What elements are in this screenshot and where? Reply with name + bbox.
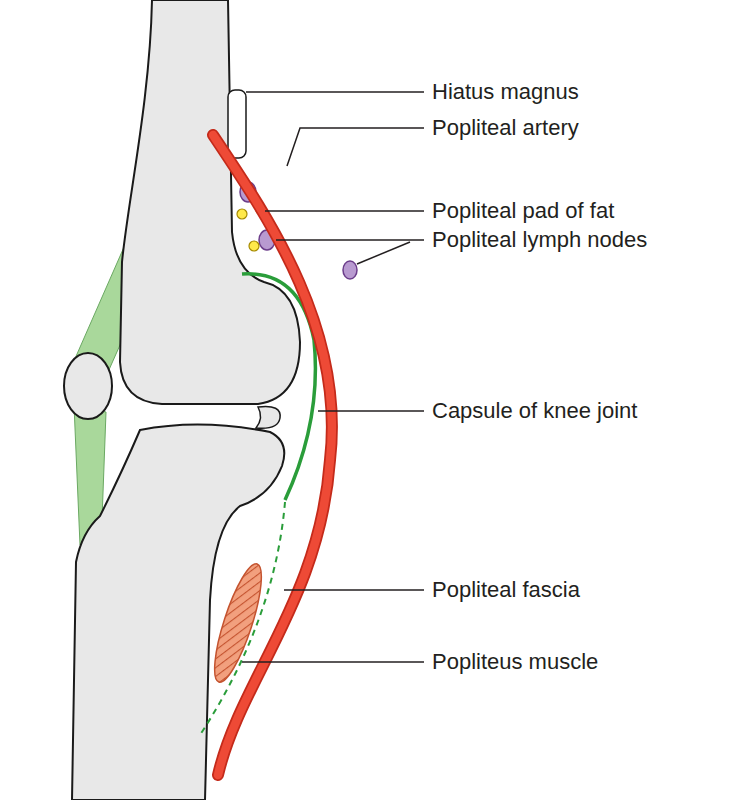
- part-label: Hiatus magnus: [432, 79, 579, 105]
- part-label: Popliteal lymph nodes: [432, 227, 647, 253]
- meniscus: [256, 406, 280, 428]
- part-label: Popliteal fascia: [432, 577, 580, 603]
- leader-line: [265, 210, 424, 212]
- leader-line: [318, 410, 424, 412]
- hiatus-opening: [228, 90, 246, 158]
- femur: [120, 0, 300, 404]
- patella: [64, 353, 112, 419]
- leader-line: [284, 589, 424, 591]
- popliteal-artery: [213, 135, 332, 775]
- part-label: Popliteal pad of fat: [432, 198, 614, 224]
- fat-globule: [237, 209, 247, 219]
- leader-line: [246, 91, 424, 93]
- tibia: [72, 424, 284, 800]
- part-label: Popliteus muscle: [432, 649, 598, 675]
- leader-line: [357, 242, 410, 264]
- fat-globule: [249, 241, 259, 251]
- popliteal-artery-outline: [213, 135, 332, 775]
- leader-line: [276, 239, 424, 241]
- lymph-node: [343, 261, 357, 279]
- leader-line: [287, 128, 424, 166]
- leader-line: [242, 661, 424, 663]
- part-label: Capsule of knee joint: [432, 398, 637, 424]
- part-label: Popliteal artery: [432, 115, 579, 141]
